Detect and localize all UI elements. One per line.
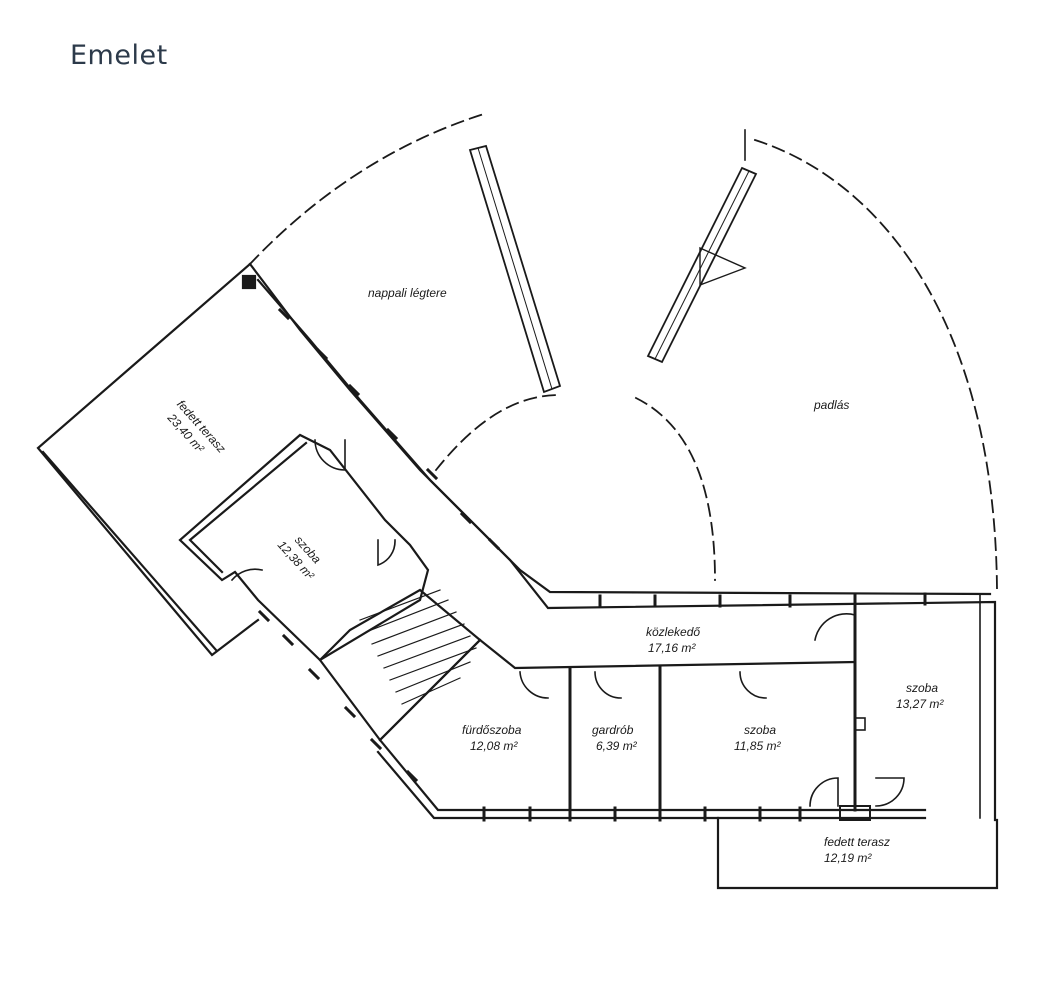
room-area: 11,85 m²: [734, 739, 781, 753]
room-labels: nappali légtere padlás fedett terasz 23,…: [164, 286, 944, 865]
nappali-legtere-outline: [248, 111, 489, 266]
room-area: 12,19 m²: [824, 851, 872, 865]
main-walls: [36, 129, 999, 890]
door-swings: [230, 439, 905, 807]
stair-treads: [359, 589, 477, 705]
room-name: szoba: [744, 723, 776, 737]
room-name: nappali légtere: [368, 286, 447, 300]
room-area: 6,39 m²: [596, 739, 638, 753]
core-arc-right: [634, 396, 716, 581]
room-name: gardrób: [592, 723, 634, 737]
dashed-outlines: [248, 111, 998, 591]
room-area: 17,16 m²: [648, 641, 696, 655]
plan-title: Emelet: [70, 40, 168, 71]
room-name: fürdőszoba: [462, 723, 522, 737]
south-facade: [378, 738, 927, 812]
room-area: 13,27 m²: [896, 697, 944, 711]
room-name: padlás: [813, 398, 849, 412]
room-name: fedett terasz: [824, 835, 890, 849]
window-marks: [257, 307, 927, 822]
room-name: közlekedő: [646, 625, 700, 639]
nappali-bar: [468, 144, 562, 394]
terrace-se-walls: [716, 816, 999, 890]
padlas-bar: [646, 166, 758, 364]
corridor-south-wall: [478, 638, 857, 670]
terrace-nw-walls: [36, 262, 260, 657]
core-arc-left: [434, 394, 561, 472]
room-area: 12,08 m²: [470, 739, 518, 753]
padlas-outline: [753, 138, 998, 591]
room-name: szoba: [906, 681, 938, 695]
